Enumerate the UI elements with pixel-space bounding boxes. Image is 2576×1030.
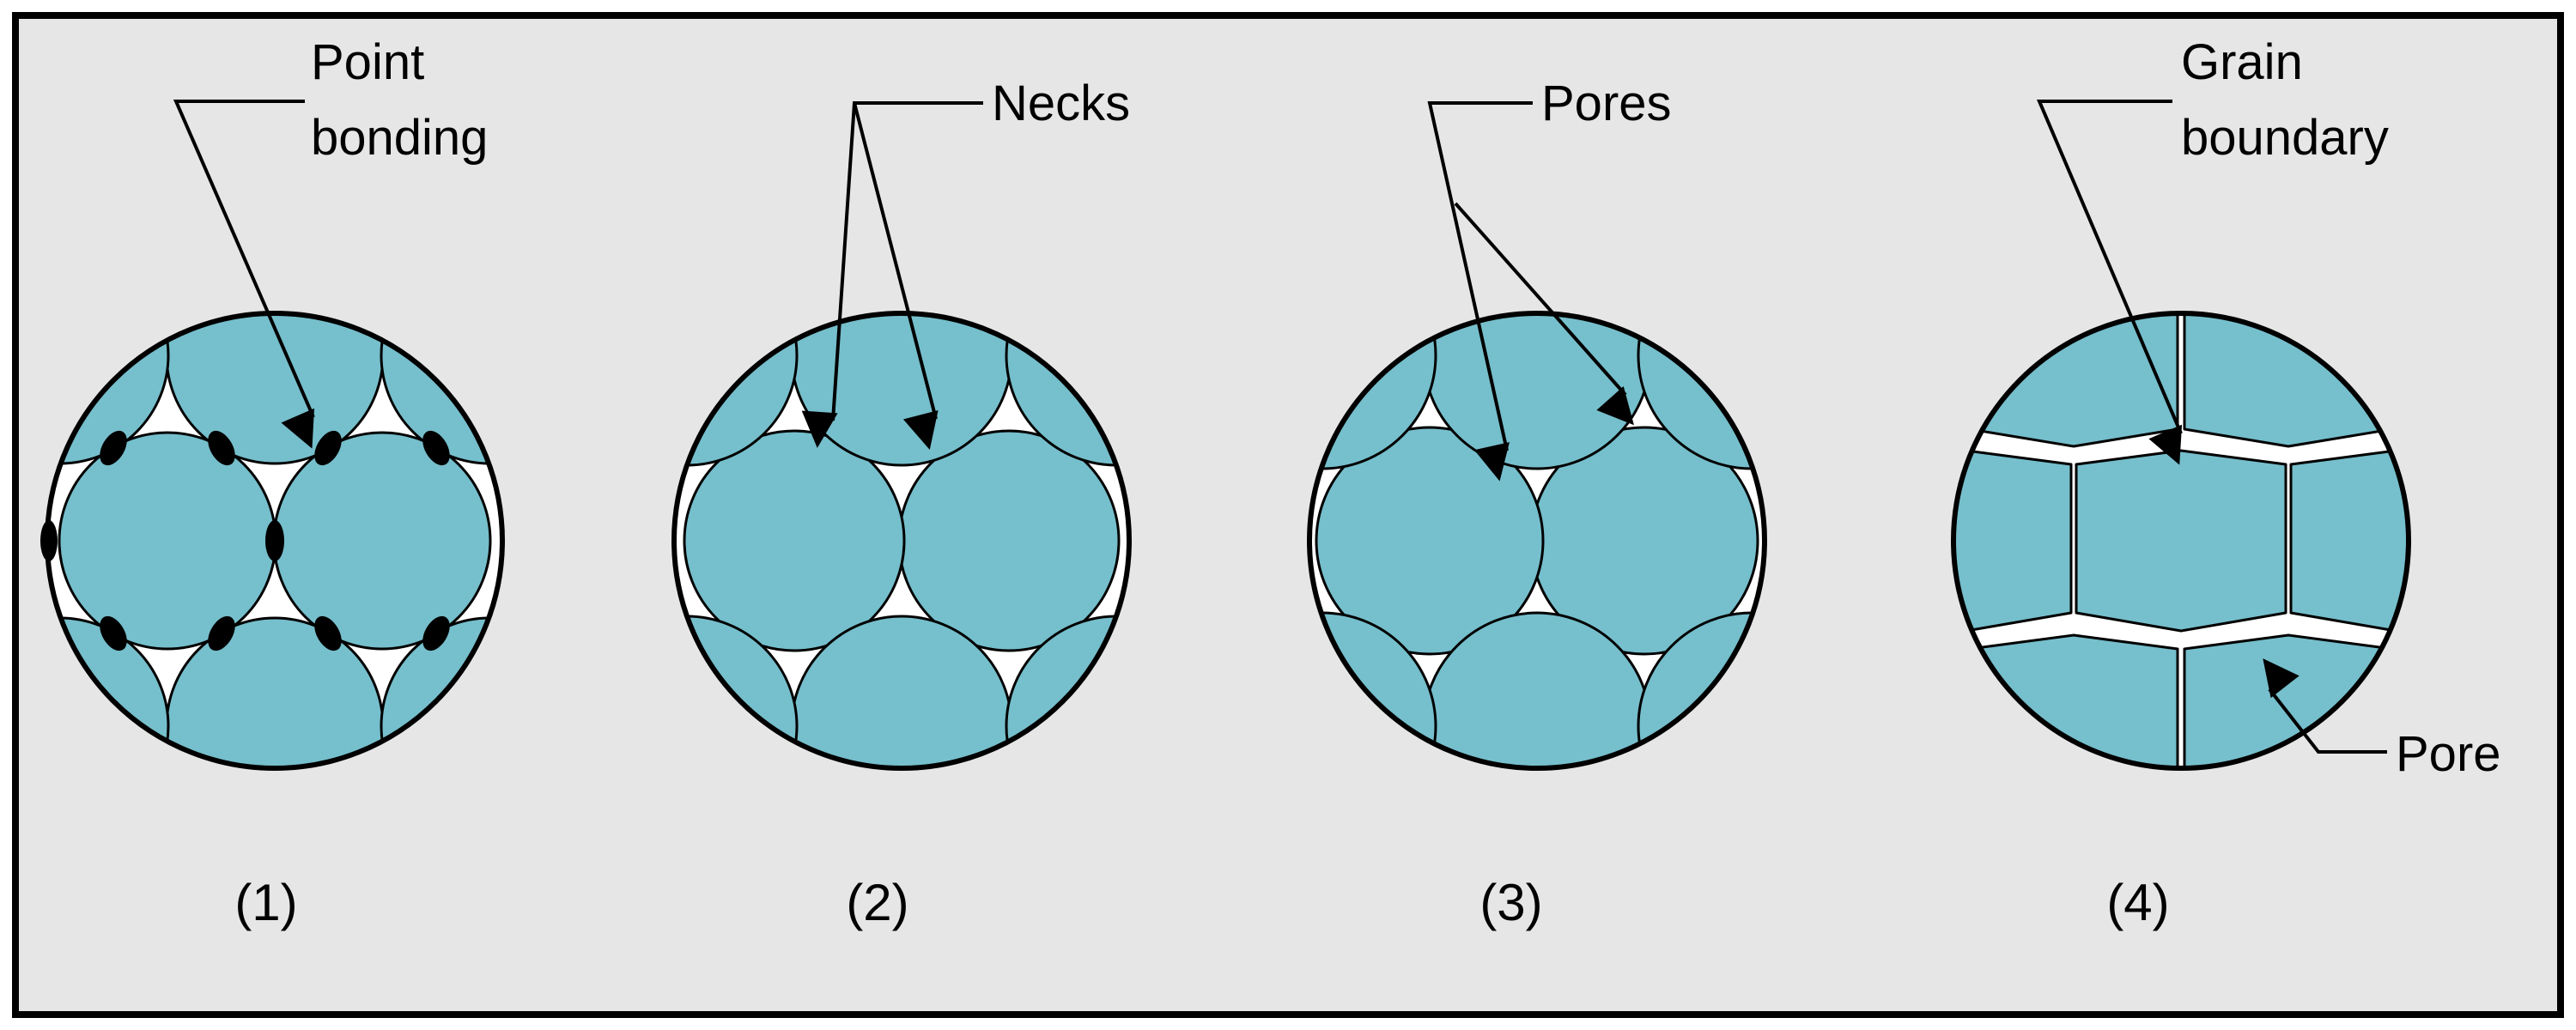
pores-arrow: [1427, 101, 1533, 482]
stage-4-grain: [1953, 449, 2073, 633]
point-bond: [422, 615, 450, 651]
point-bonding-label-line-2: bonding: [311, 110, 488, 166]
point-bond: [265, 520, 284, 561]
point-bond: [100, 615, 127, 651]
point-bond: [208, 615, 235, 651]
stage-2-grain: [897, 429, 1121, 652]
stage-1-outline: [45, 311, 505, 771]
stage-3-grain: [1422, 611, 1652, 768]
necks-arrow: [853, 102, 939, 450]
stage-2-grain: [674, 615, 799, 768]
stage-1-caption: (1): [234, 874, 297, 931]
stage-2-grain: [683, 429, 906, 652]
stage-2-caption: (2): [846, 874, 908, 931]
point-bond: [314, 430, 342, 466]
stage-2-grain: [790, 615, 1013, 768]
stage-2-particle: [671, 311, 1132, 771]
stage-4-grain: [2289, 449, 2409, 633]
grain-boundary-label-line-1: Grain: [2181, 34, 2303, 90]
stage-4-outline: [1951, 311, 2411, 771]
stage-3-outline: [1307, 311, 1767, 771]
pores-arrow: [1454, 202, 1634, 426]
point-bond-dots: [40, 430, 450, 651]
pore-label: Pore: [2396, 726, 2501, 782]
point-bond: [100, 430, 127, 466]
stage-1-particle: [40, 311, 505, 771]
stage-2-grain: [1005, 615, 1129, 768]
stage-3-grain: [1422, 313, 1652, 470]
stage-2-grain: [674, 313, 799, 467]
stage-1-grain: [272, 431, 492, 651]
stage-2-grain: [1005, 313, 1129, 467]
stage-4-particle: [1951, 311, 2411, 771]
stage-1-grain: [165, 313, 385, 465]
stage-3-particle: [1307, 311, 1767, 771]
stage-1-grain: [58, 431, 277, 651]
grain-boundary-label-line-2: boundary: [2181, 110, 2389, 166]
stage-1-grain: [380, 616, 502, 768]
stage-1-grain: [165, 616, 385, 768]
stage-4-grain: [2075, 449, 2287, 633]
necks-label: Necks: [992, 76, 1130, 131]
stage-1-grain: [380, 313, 502, 465]
stage-4-caption: (4): [2106, 874, 2169, 931]
point-bond: [422, 430, 450, 466]
grain-boundary-arrow: [2036, 100, 2183, 465]
point-bonding-label-line-1: Point: [311, 34, 424, 90]
point-bond: [208, 430, 235, 466]
stage-2-grain: [790, 313, 1013, 467]
stage-2-outline: [671, 311, 1132, 771]
stage-3-caption: (3): [1479, 874, 1542, 931]
point-bond: [314, 615, 342, 651]
point-bonding-arrow: [173, 100, 315, 449]
stage-3-grain: [1315, 426, 1545, 656]
pore-arrow: [2263, 658, 2387, 754]
pores-label: Pores: [1541, 76, 1672, 131]
